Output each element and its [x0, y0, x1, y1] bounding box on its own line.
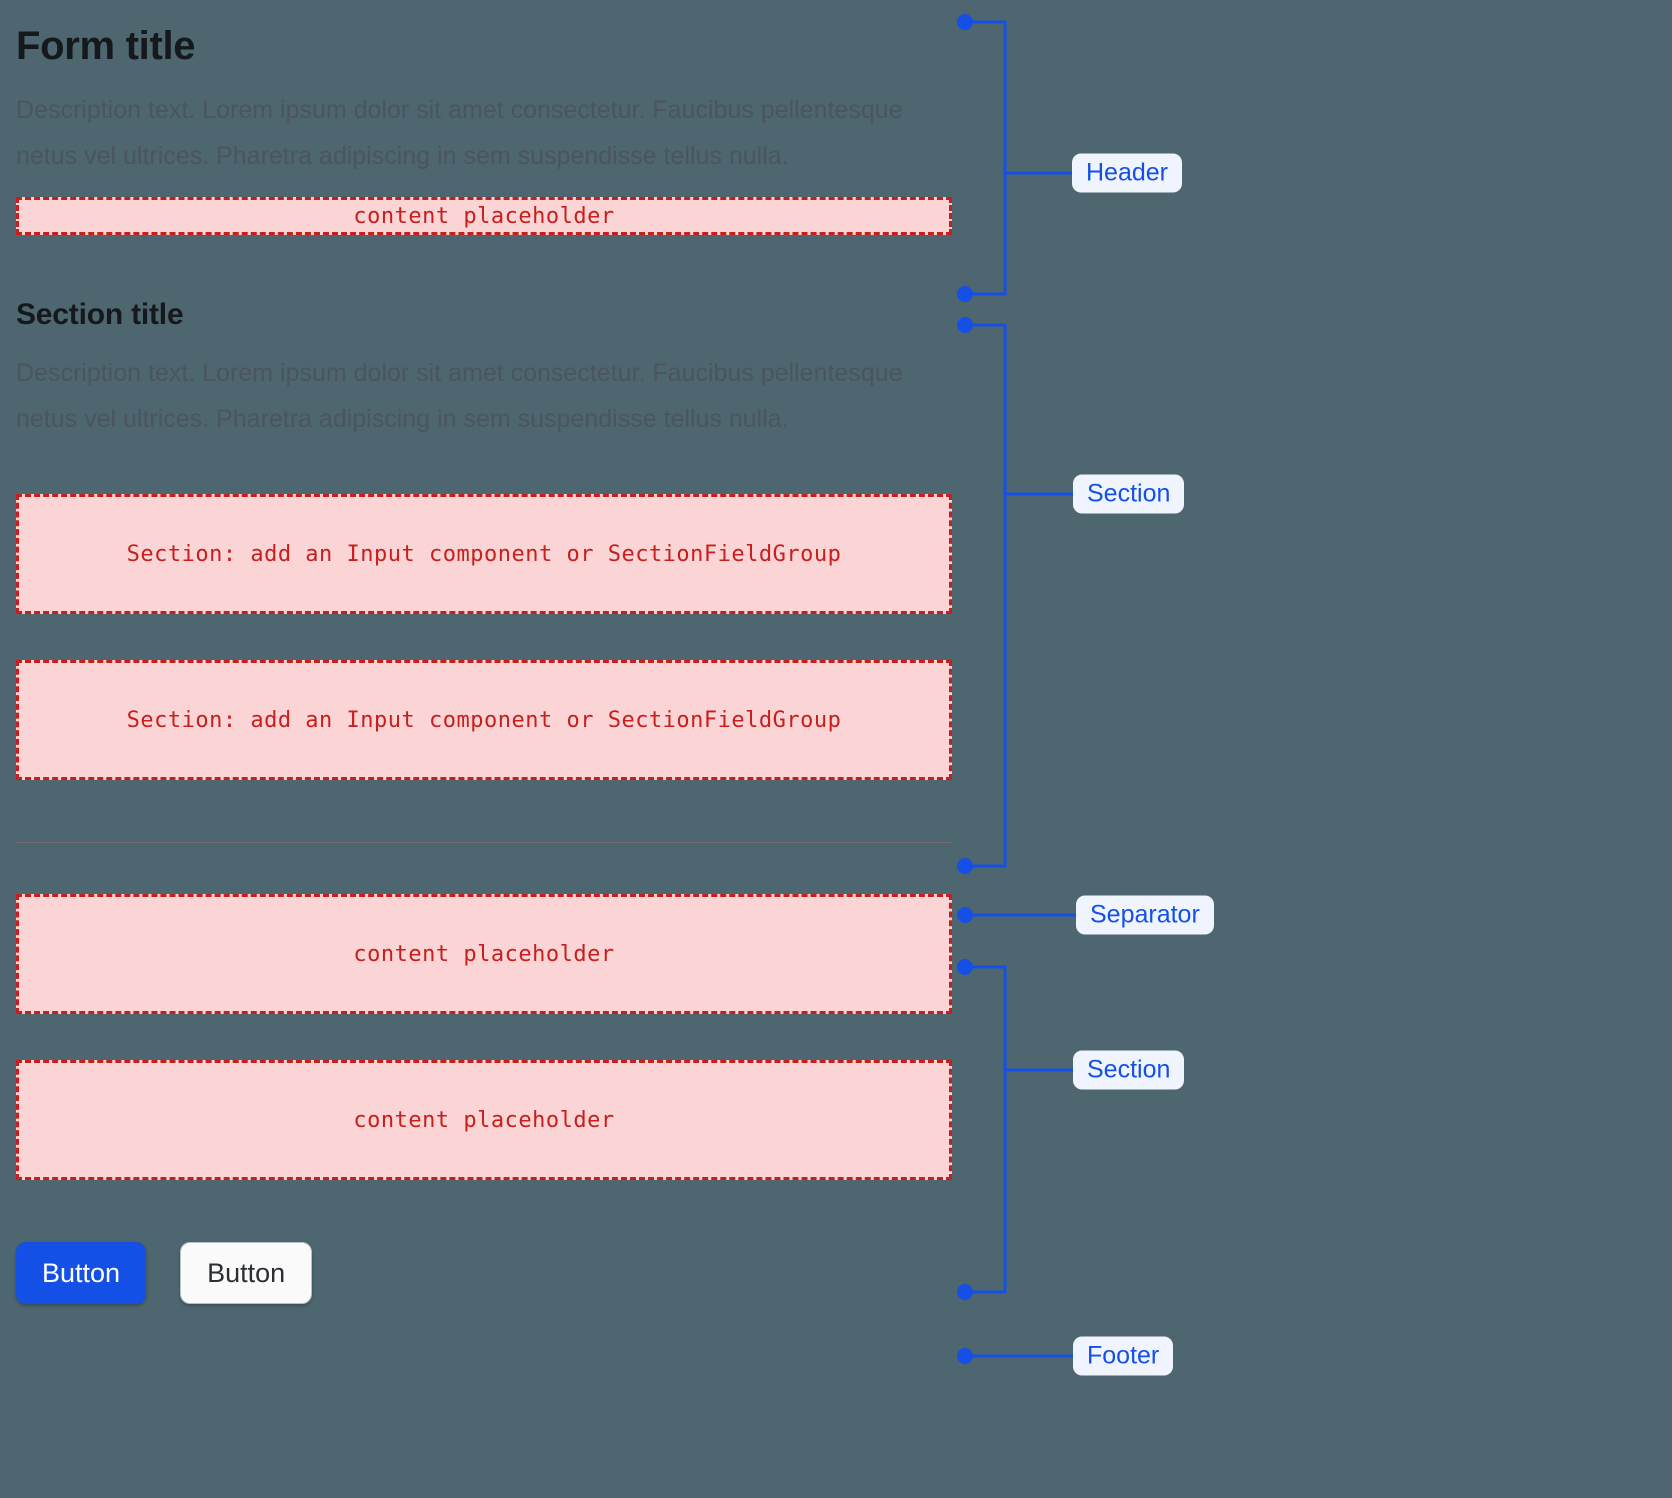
form-section-one: Section title Description text. Lorem ip…	[16, 297, 952, 780]
section-field-placeholder[interactable]: Section: add an Input component or Secti…	[16, 494, 952, 614]
annotation-badge-header[interactable]: Header	[1072, 153, 1182, 193]
annotation-badge-section-two[interactable]: Section	[1073, 1050, 1185, 1090]
annotation-badge-footer[interactable]: Footer	[1073, 1336, 1174, 1376]
secondary-button[interactable]: Button	[180, 1242, 313, 1304]
form-preview-column: Form title Description text. Lorem ipsum…	[16, 0, 952, 1304]
header-content-placeholder[interactable]: content placeholder	[16, 197, 952, 235]
annotation-badge-separator[interactable]: Separator	[1076, 895, 1214, 935]
section-content-placeholder[interactable]: content placeholder	[16, 894, 952, 1014]
section-two-bracket-path	[965, 965, 1007, 1294]
section-field-placeholder[interactable]: Section: add an Input component or Secti…	[16, 660, 952, 780]
page-title: Form title	[16, 24, 196, 68]
separator-rule	[16, 842, 952, 843]
section-content-placeholder[interactable]: content placeholder	[16, 1060, 952, 1180]
annotation-badge-section-one[interactable]: Section	[1073, 474, 1185, 514]
annotation-anchor-dots	[957, 14, 973, 1364]
form-footer: Button Button	[16, 1242, 952, 1304]
form-header-block: Form title Description text. Lorem ipsum…	[16, 22, 952, 235]
primary-button[interactable]: Button	[16, 1242, 147, 1304]
form-section-two: content placeholder content placeholder	[16, 894, 952, 1180]
section-description: Description text. Lorem ipsum dolor sit …	[16, 359, 903, 433]
section-title: Section title	[16, 298, 184, 331]
header-description: Description text. Lorem ipsum dolor sit …	[16, 96, 903, 170]
header-bracket-path	[965, 20, 1007, 296]
section-one-bracket-path	[965, 323, 1007, 868]
